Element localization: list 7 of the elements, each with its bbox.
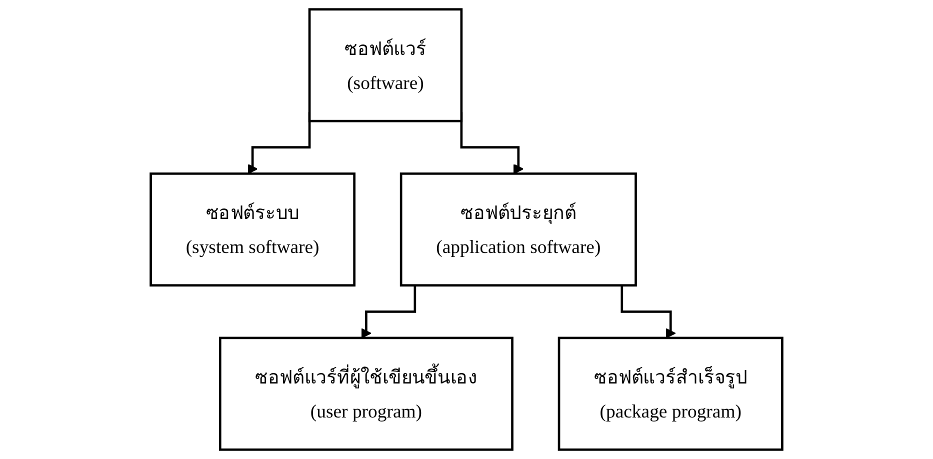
arrow <box>620 285 676 338</box>
node-box: ซอฟต์แวร์ที่ผู้ใช้เขียนขึ้นเอง (user program) <box>218 336 514 451</box>
node-box: ซอฟต์ประยุกต์ (application software) <box>400 172 637 287</box>
node-box: ซอฟต์แวร์ (software) <box>308 8 463 122</box>
arrow <box>361 285 416 338</box>
node-box: ซอฟต์ระบบ (system software) <box>150 172 356 287</box>
node-box: ซอฟต์แวร์สำเร็จรูป (package program) <box>558 336 784 451</box>
